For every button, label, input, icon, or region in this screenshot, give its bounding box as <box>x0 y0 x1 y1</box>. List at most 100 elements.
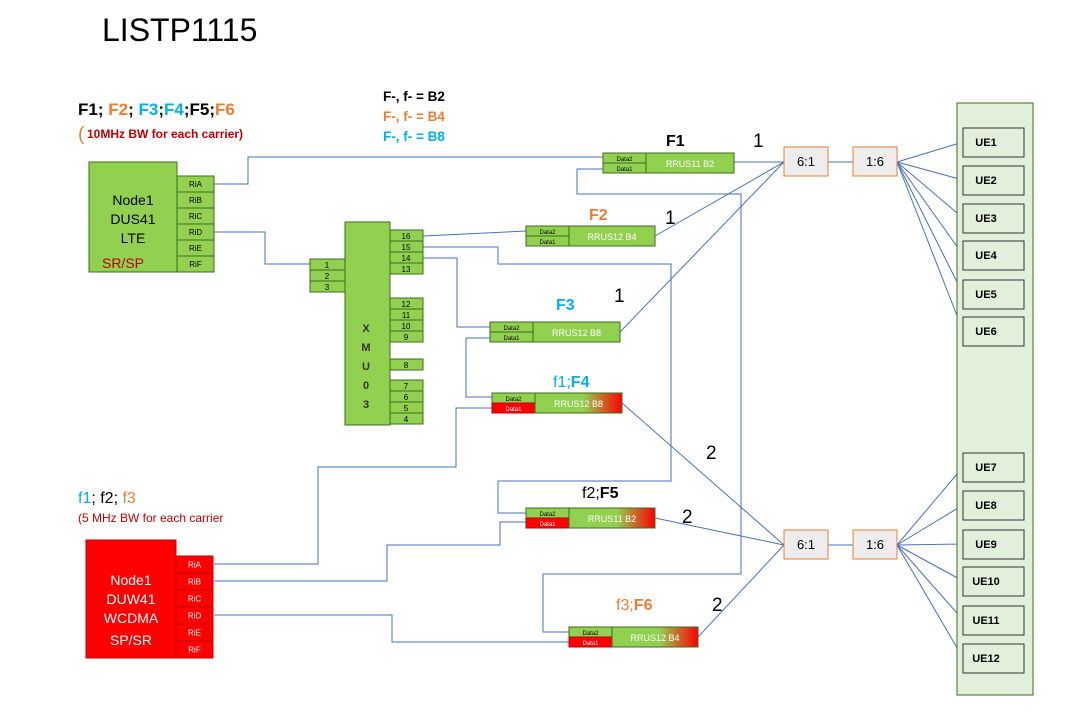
radio-label-r4: f1;F4 <box>553 374 590 391</box>
ue-box <box>962 643 1025 674</box>
port-label: RiB <box>189 196 202 205</box>
radio-label-r6: f3;F6 <box>616 597 653 614</box>
port-rif <box>175 640 214 659</box>
legend-carrier: f3 <box>122 490 135 507</box>
ue-link <box>896 161 964 332</box>
xmu-port-label: 16 <box>402 232 411 241</box>
radio-data1-label: Data1 <box>616 167 633 173</box>
radio-label-part: f3; <box>616 597 634 614</box>
connection-line <box>422 230 527 237</box>
ue-label: UE2 <box>975 175 996 187</box>
legend-carrier: f1 <box>78 490 91 507</box>
ue-box <box>962 605 1025 636</box>
xmu-port-label: 11 <box>402 311 411 320</box>
node-wcdma-duw41: Node1 DUW41 WCDMA SP/SR <box>85 539 177 659</box>
radio-model-label: RRUS12 B8 <box>552 328 601 338</box>
xmu-port-8 <box>389 358 424 371</box>
port-label: RiF <box>189 260 202 269</box>
xmu-letter: M <box>361 342 370 354</box>
connection-line <box>697 544 785 638</box>
fanout-ratio: 1:6 <box>866 154 884 169</box>
xmu-port-label: 3 <box>325 283 330 292</box>
xmu-letter: U <box>362 361 370 373</box>
legend-separator: ; <box>158 100 164 119</box>
page-title: LISTP1115 <box>102 12 257 48</box>
xmu-port-label: 7 <box>404 382 409 391</box>
ue-box <box>962 165 1025 196</box>
lte-bw-note: 10MHz BW for each carrier) <box>87 127 243 141</box>
port-label: RiD <box>189 228 203 237</box>
link-count: 2 <box>706 443 717 464</box>
fanout-box <box>852 529 898 560</box>
xmu-port-label: 9 <box>404 333 409 342</box>
xmu-port-label: 2 <box>325 272 330 281</box>
ue-box <box>962 316 1025 347</box>
xmu-port-label: 13 <box>402 265 411 274</box>
splitter-ratio: 6:1 <box>797 537 815 552</box>
radio-model-label: RRUS12 B8 <box>554 399 603 409</box>
connection-line <box>214 614 569 643</box>
connection-line <box>423 257 490 328</box>
node-lte-name: Node1 <box>112 192 153 208</box>
ue-label: UE4 <box>975 250 997 262</box>
radio-body <box>568 507 656 529</box>
port-label: RiB <box>188 578 201 587</box>
ue-box <box>962 127 1025 158</box>
node-wcdma-name: Node1 <box>110 572 151 588</box>
ue-link <box>896 161 964 256</box>
node-lte-mode: SR/SP <box>102 255 144 271</box>
radio-body <box>534 392 623 414</box>
port-rif <box>176 255 215 273</box>
connection-line <box>214 407 492 565</box>
link-count: 1 <box>665 208 676 229</box>
xmu-letter: 3 <box>363 399 369 411</box>
radio-model-label: RRUS12 B4 <box>630 633 679 643</box>
connection-line <box>619 161 785 333</box>
radio-label-r2: F2 <box>589 207 608 224</box>
ue-box <box>962 529 1025 560</box>
ue-label: UE9 <box>975 539 996 551</box>
link-count: 1 <box>614 286 625 307</box>
legend-carrier: F5 <box>190 100 210 119</box>
splitter-ratio: 6:1 <box>797 154 815 169</box>
ue-box <box>962 452 1025 483</box>
radio-model-label: RRUS11 B2 <box>666 159 714 169</box>
ue-box <box>962 490 1025 521</box>
radio-data2-label: Data2 <box>582 631 599 637</box>
radio-label-part: f2; <box>582 485 600 502</box>
wcdma-carrier-legend: f1; f2; f3 <box>78 490 136 507</box>
band-legend-b4: F-, f- = B4 <box>383 109 445 124</box>
band-legend-b2: F-, f- = B2 <box>383 89 445 104</box>
ue-label: UE6 <box>975 326 996 338</box>
connection-line <box>214 156 603 185</box>
ue-label: UE7 <box>975 462 996 474</box>
link-count: 2 <box>712 595 723 616</box>
xmu-port-4 <box>389 412 424 425</box>
legend-separator: ; <box>128 100 138 119</box>
xmu-port-label: 6 <box>404 393 409 402</box>
ue-link <box>896 141 964 163</box>
port-label: RiE <box>188 629 201 638</box>
radio-label-part: f1; <box>553 374 571 391</box>
xmu-port-label: 4 <box>404 415 409 424</box>
legend-separator: ; <box>114 490 123 507</box>
radio-model-label: RRUS12 B4 <box>587 232 636 242</box>
radio-label-r5: f2;F5 <box>582 485 619 502</box>
ue-label: UE12 <box>972 653 1000 665</box>
xmu-port-3 <box>309 280 346 293</box>
port-label: RiC <box>188 595 202 604</box>
radio-data1-label: Data1 <box>539 522 556 528</box>
port-label: RiA <box>188 561 202 570</box>
xmu-port-label: 15 <box>402 243 411 252</box>
ue-link <box>896 161 964 295</box>
port-label: RiF <box>188 646 201 655</box>
ue-box <box>962 203 1025 234</box>
ue-box <box>962 240 1025 271</box>
legend-carrier: F1 <box>78 100 98 119</box>
